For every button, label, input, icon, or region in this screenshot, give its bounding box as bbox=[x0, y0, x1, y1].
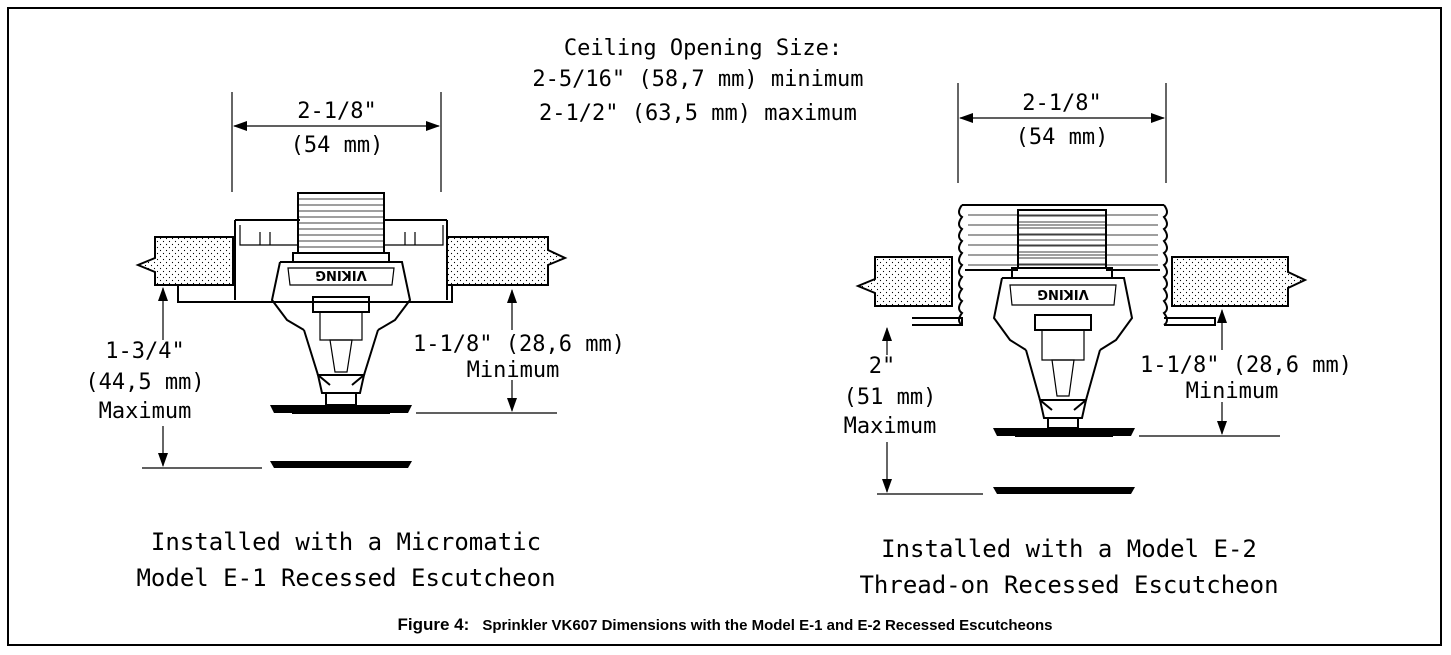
right-min-value: 1-1/8" (28,6 mm) bbox=[1140, 353, 1352, 378]
ceiling-opening-min: 2-5/16" (58,7 mm) minimum bbox=[532, 67, 863, 92]
left-deflector-max bbox=[270, 461, 412, 468]
right-width-mm: (54 mm) bbox=[1016, 125, 1109, 150]
left-sprinkler-frame: VIKING bbox=[270, 261, 412, 406]
ceiling-opening-max: 2-1/2" (63,5 mm) maximum bbox=[539, 101, 857, 126]
right-view: 2-1/8" (54 mm) VIKING bbox=[844, 83, 1352, 599]
figure-caption-label: Figure 4: bbox=[397, 615, 469, 634]
left-min-label: Minimum bbox=[467, 358, 560, 383]
right-caption-line1: Installed with a Model E-2 bbox=[881, 535, 1257, 563]
left-escutcheon-inner bbox=[239, 225, 444, 246]
right-max-inches: 2" bbox=[869, 354, 896, 379]
left-width-mm: (54 mm) bbox=[291, 133, 384, 158]
left-caption-line2: Model E-1 Recessed Escutcheon bbox=[136, 564, 555, 592]
left-deflector bbox=[270, 405, 412, 413]
left-ceiling-tile-left bbox=[135, 236, 234, 286]
right-min-label: Minimum bbox=[1186, 379, 1279, 404]
left-escutcheon-cup bbox=[234, 219, 448, 300]
right-width-inches: 2-1/8" bbox=[1022, 91, 1101, 116]
left-viking-logo: VIKING bbox=[315, 267, 366, 282]
ceiling-opening-title: Ceiling Opening Size: bbox=[564, 36, 842, 61]
right-viking-logo: VIKING bbox=[1037, 286, 1088, 301]
left-max-inches: 1-3/4" bbox=[105, 339, 184, 364]
left-min-value: 1-1/8" (28,6 mm) bbox=[413, 332, 625, 357]
right-deflector bbox=[993, 428, 1135, 436]
left-max-label: Maximum bbox=[99, 399, 192, 424]
right-max-label: Maximum bbox=[844, 414, 937, 439]
right-ceiling-tile-left bbox=[855, 256, 953, 307]
right-sprinkler-thread bbox=[1011, 209, 1113, 279]
left-caption-line1: Installed with a Micromatic bbox=[151, 528, 541, 556]
right-deflector-max bbox=[993, 487, 1135, 494]
left-escutcheon-slots bbox=[259, 232, 416, 245]
left-sprinkler-thread bbox=[292, 192, 390, 263]
figure-caption: Figure 4: Sprinkler VK607 Dimensions wit… bbox=[397, 615, 1052, 634]
left-max-mm: (44,5 mm) bbox=[85, 370, 204, 395]
right-ceiling-tile-right bbox=[1171, 256, 1308, 307]
right-sprinkler-frame: VIKING bbox=[992, 277, 1134, 429]
figure-frame bbox=[7, 7, 1442, 646]
figure-caption-text: Sprinkler VK607 Dimensions with the Mode… bbox=[482, 617, 1052, 634]
left-view: 2-1/8" (54 mm) VIKING bbox=[85, 92, 625, 592]
left-ceiling-tile-right bbox=[446, 236, 568, 286]
right-escutcheon bbox=[912, 204, 1216, 326]
right-max-mm: (51 mm) bbox=[844, 385, 937, 410]
left-escutcheon-flange bbox=[177, 285, 453, 303]
right-caption-line2: Thread-on Recessed Escutcheon bbox=[859, 571, 1278, 599]
left-width-inches: 2-1/8" bbox=[297, 99, 376, 124]
